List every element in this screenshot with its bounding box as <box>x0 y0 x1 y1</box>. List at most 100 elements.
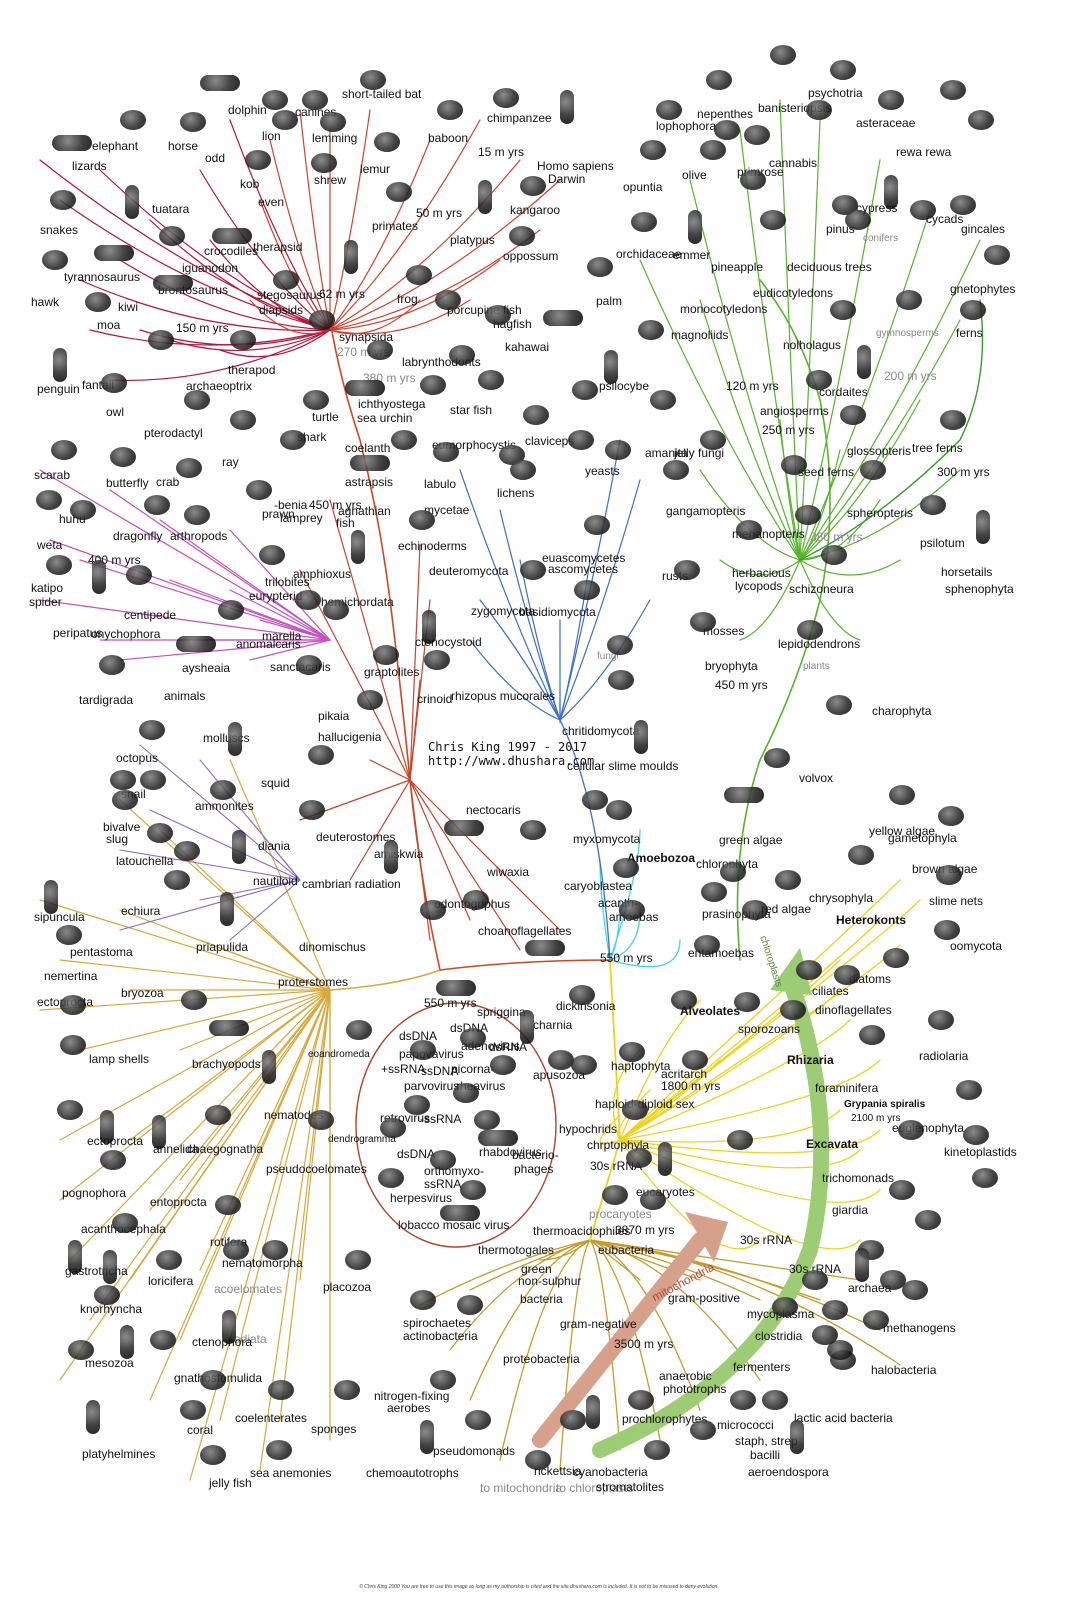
taxon-label: iguanodon <box>182 261 239 275</box>
organism-illustration <box>266 1440 292 1460</box>
organism-illustration <box>295 590 321 610</box>
organism-illustration <box>509 226 535 246</box>
taxon-label: opuntia <box>623 180 663 194</box>
organism-illustration <box>714 120 740 140</box>
protist-branch <box>619 1059 881 1141</box>
taxon-label: dsRNA <box>489 1040 528 1054</box>
organism-illustration <box>180 112 206 132</box>
organism-illustration <box>449 345 475 365</box>
organism-illustration <box>478 370 504 390</box>
taxon-label: radiata <box>230 1332 267 1346</box>
organism-illustration <box>568 430 594 450</box>
taxon-label: katipo <box>31 581 64 595</box>
taxon-label: amphioxus <box>293 567 352 581</box>
taxon-label: lichens <box>497 486 535 500</box>
taxon-label: moa <box>97 318 121 332</box>
organism-illustration <box>465 1410 491 1430</box>
taxon-label: 1800 m yrs <box>661 1079 721 1093</box>
organism-illustration <box>644 1440 670 1460</box>
taxon-label: nautiloid <box>253 874 298 888</box>
taxon-label: 30s rRNA <box>789 1262 842 1276</box>
arthropod-branch <box>119 639 331 661</box>
organism-illustration <box>299 800 325 820</box>
organism-illustration <box>638 320 664 340</box>
taxon-label: elephant <box>92 139 139 153</box>
protostome-branch <box>259 989 331 1471</box>
organism-illustration <box>863 1310 889 1330</box>
taxon-label: phages <box>514 1162 554 1176</box>
protist-branch <box>599 1114 621 1145</box>
taxon-label: frog <box>397 292 418 306</box>
organism-illustration <box>602 1185 628 1205</box>
taxon-label: horsetails <box>941 565 993 579</box>
organism-illustration <box>607 635 633 655</box>
taxon-label: Rhizaria <box>787 1053 834 1067</box>
mitochondria-arrow <box>532 1232 708 1448</box>
taxon-label: pseudocoelomates <box>266 1162 367 1176</box>
organism-illustration <box>950 195 976 215</box>
protist-trunk <box>589 959 621 1241</box>
taxon-label: eubacteria <box>598 1243 655 1257</box>
organism-illustration <box>780 1000 806 1020</box>
organism-illustration <box>430 1150 456 1170</box>
taxon-label: cyanobacteria <box>573 1465 648 1479</box>
vertebrate-branch <box>249 299 331 335</box>
taxon-label: deuteromycota <box>429 564 509 578</box>
taxon-label: chritidomycota <box>562 724 640 738</box>
organism-illustration <box>956 1080 982 1100</box>
organism-illustration <box>280 430 306 450</box>
taxon-label: octopus <box>116 751 159 765</box>
taxon-label: haptophyta <box>611 1059 671 1073</box>
taxon-label: procaryotes <box>589 1207 652 1221</box>
fungi-branch <box>519 559 561 721</box>
organism-illustration <box>840 405 866 425</box>
taxon-label: pineapple <box>711 260 764 274</box>
organism-illustration <box>834 965 860 985</box>
taxon-label: archaea <box>848 1281 892 1295</box>
taxon-label: echiura <box>121 904 161 918</box>
taxon-label: baboon <box>428 131 469 145</box>
organism-illustration <box>100 1110 114 1144</box>
taxon-label: horse <box>168 139 199 153</box>
arthropod-branch <box>79 559 331 641</box>
taxon-label: fish <box>336 516 355 530</box>
taxon-label: sea anemonies <box>250 1466 332 1480</box>
taxon-label: dragonfly <box>113 529 163 543</box>
taxon-label: Grypania spiralis <box>844 1099 926 1110</box>
taxon-label: lamprey <box>280 511 323 525</box>
taxon-label: short-tailed bat <box>342 87 422 101</box>
organism-illustration <box>53 348 67 382</box>
organism-illustration <box>150 1330 176 1350</box>
vertebrate-branch <box>59 199 331 331</box>
organism-illustration <box>560 1410 586 1430</box>
plant-branch <box>799 499 881 561</box>
organism-illustration <box>345 1250 371 1270</box>
taxon-label: 120 m yrs <box>726 379 779 393</box>
organism-illustration <box>671 990 697 1010</box>
organism-illustration <box>410 1290 436 1310</box>
organism-illustration <box>420 900 446 920</box>
organism-illustration <box>85 292 111 312</box>
taxon-label: mesozoa <box>85 1356 134 1370</box>
protostome-branch <box>59 989 331 1141</box>
animal-trunk <box>439 959 611 971</box>
organism-illustration <box>520 820 546 840</box>
organism-illustration <box>334 1380 360 1400</box>
organism-illustration <box>184 390 210 410</box>
deuterostome-branch <box>409 544 421 781</box>
organism-illustration <box>126 565 152 585</box>
taxon-label: ray <box>222 455 239 469</box>
taxon-label: radiolaria <box>919 1049 969 1063</box>
taxon-label: picorna- <box>451 1062 495 1076</box>
organism-illustration <box>889 785 915 805</box>
organism-illustration <box>478 1130 518 1146</box>
organism-illustration <box>144 495 170 515</box>
taxon-label: oppossum <box>503 249 559 263</box>
organism-illustration <box>920 495 946 515</box>
vertebrate-branch <box>89 329 331 346</box>
arthropod-branch <box>229 529 331 641</box>
taxon-label: graptolites <box>364 665 420 679</box>
mollusc-branch <box>249 819 301 881</box>
protostome-trunk <box>329 969 441 991</box>
fungi-branch <box>459 469 561 721</box>
